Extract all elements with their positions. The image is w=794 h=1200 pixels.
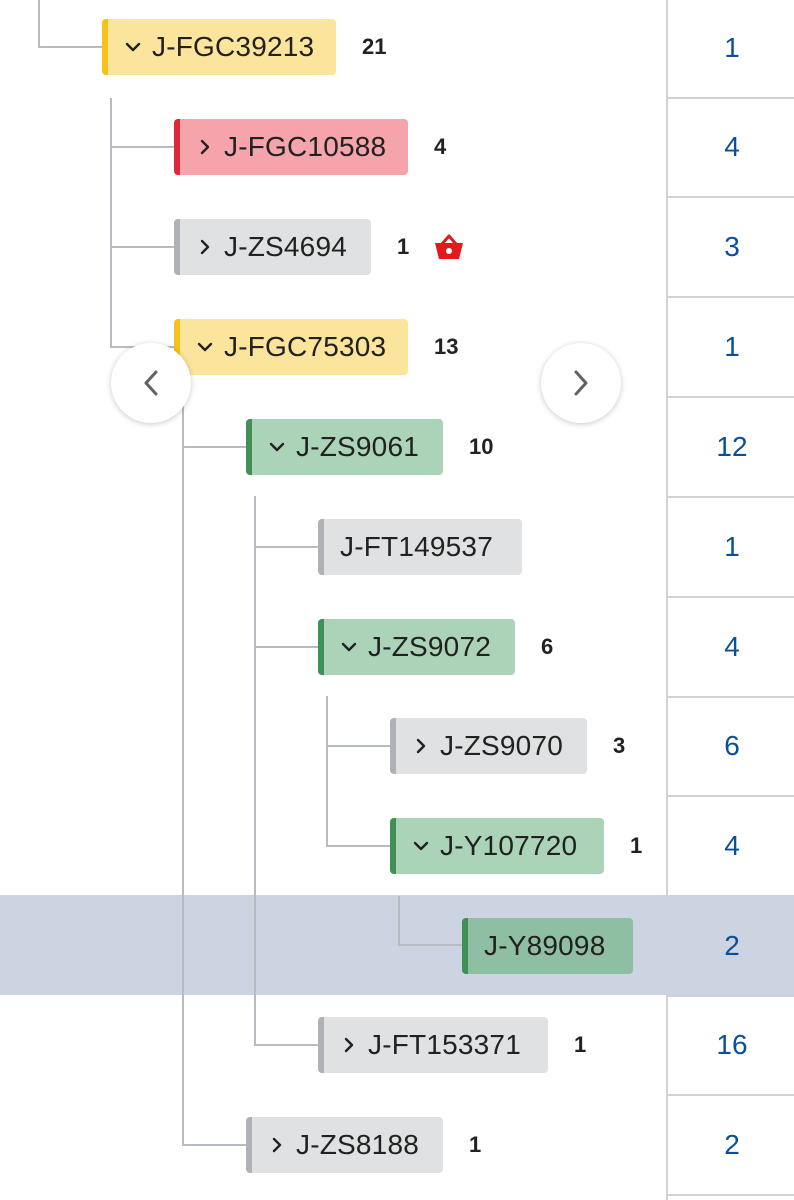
count-column: 1 4 3 1 12 1 4 6 4 2 16 2 [666, 0, 794, 1200]
tree-connector [254, 496, 256, 1045]
tree-node[interactable]: J-FGC10588 [174, 119, 408, 175]
node-label: J-ZS4694 [224, 231, 347, 262]
tree-connector [254, 1044, 318, 1046]
child-count: 1 [630, 833, 643, 858]
chevron-right-icon[interactable] [194, 139, 216, 155]
tree-node-selected[interactable]: J-Y89098 [462, 918, 633, 974]
count-cell[interactable]: 16 [668, 995, 794, 1096]
chevron-right-icon[interactable] [266, 1137, 288, 1153]
tree-node[interactable]: J-ZS9070 [390, 718, 587, 774]
child-count: 1 [469, 1132, 482, 1157]
chevron-down-icon[interactable] [194, 342, 216, 352]
haplogroup-tree: J-FGC39213 21 J-FGC10588 4 J-ZS4694 1 J-… [0, 0, 668, 1173]
count-cell[interactable]: 3 [668, 197, 794, 298]
tree-connector [326, 696, 328, 847]
node-label: J-FGC10588 [224, 131, 387, 162]
node-label: J-ZS9072 [368, 631, 491, 662]
tree-connector [326, 745, 390, 747]
count-cell[interactable]: 4 [668, 97, 794, 198]
chevron-down-icon[interactable] [410, 841, 432, 851]
chevron-right-icon [574, 370, 588, 396]
tree-connector [110, 146, 174, 148]
scroll-left-button[interactable] [111, 343, 191, 423]
count-cell[interactable]: 1 [668, 497, 794, 598]
tree-node[interactable]: J-ZS4694 [174, 219, 371, 275]
tree-node[interactable]: J-FGC75303 [174, 319, 408, 375]
chevron-right-icon[interactable] [338, 1037, 360, 1053]
node-label: J-FGC39213 [152, 31, 315, 62]
tree-node[interactable]: J-FT149537 [318, 519, 522, 575]
tree-connector [398, 944, 462, 946]
tree-connector [38, 46, 102, 48]
node-label: J-FT153371 [368, 1029, 521, 1060]
tree-node[interactable]: J-FGC39213 [102, 19, 336, 75]
child-count: 1 [397, 234, 410, 259]
tree-node[interactable]: J-Y107720 [390, 818, 604, 874]
scroll-right-button[interactable] [541, 343, 621, 423]
child-count: 21 [362, 34, 387, 59]
chevron-right-icon[interactable] [194, 239, 216, 255]
tree-connector [182, 1144, 246, 1146]
tree-connector [254, 546, 318, 548]
child-count: 6 [541, 634, 554, 659]
tree-connector [326, 845, 390, 847]
tree-connector [182, 446, 246, 448]
node-label: J-ZS9070 [440, 730, 563, 761]
tree-node[interactable]: J-ZS9061 [246, 419, 443, 475]
node-label: J-FGC75303 [224, 331, 387, 362]
tree-node[interactable]: J-ZS9072 [318, 619, 515, 675]
count-cell[interactable]: 6 [668, 696, 794, 797]
chevron-right-icon[interactable] [410, 738, 432, 754]
chevron-down-icon[interactable] [122, 42, 144, 52]
chevron-down-icon[interactable] [338, 642, 360, 652]
tree-connector [110, 246, 174, 248]
child-count: 13 [434, 334, 459, 359]
tree-connector [254, 646, 318, 648]
node-label: J-ZS8188 [296, 1129, 419, 1160]
tree-connector [38, 0, 40, 47]
count-cell[interactable]: 4 [668, 796, 794, 897]
node-label: J-FT149537 [340, 531, 493, 562]
tree-node[interactable]: J-ZS8188 [246, 1117, 443, 1173]
node-label: J-Y107720 [440, 830, 578, 861]
basket-icon[interactable] [432, 230, 466, 264]
count-cell[interactable]: 1 [668, 297, 794, 398]
chevron-down-icon[interactable] [266, 442, 288, 452]
child-count: 4 [434, 134, 447, 159]
tree-connector [398, 896, 400, 945]
count-cell[interactable]: 2 [668, 1095, 794, 1196]
child-count: 10 [469, 434, 494, 459]
count-cell[interactable]: 1 [668, 0, 794, 99]
tree-connector [110, 98, 112, 347]
child-count: 1 [574, 1032, 587, 1057]
chevron-left-icon [144, 370, 158, 396]
node-label: J-Y89098 [484, 930, 606, 961]
count-cell[interactable]: 12 [668, 397, 794, 498]
child-count: 3 [613, 733, 626, 758]
count-cell-selected[interactable]: 2 [668, 896, 794, 997]
tree-node[interactable]: J-FT153371 [318, 1017, 548, 1073]
node-label: J-ZS9061 [296, 431, 419, 462]
count-cell[interactable]: 4 [668, 597, 794, 698]
tree-connector [182, 396, 184, 1145]
